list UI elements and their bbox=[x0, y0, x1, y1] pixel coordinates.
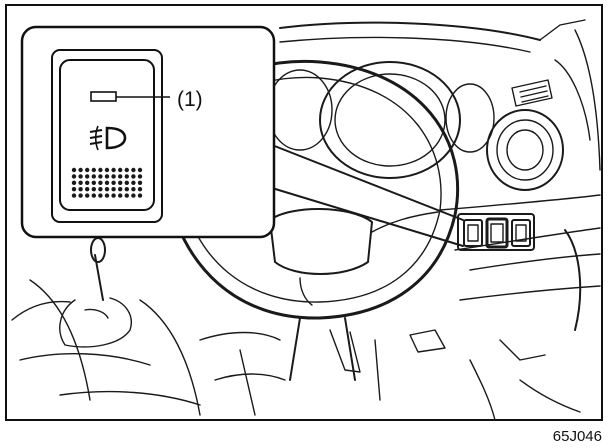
grip-dot bbox=[137, 174, 143, 179]
grip-dot bbox=[98, 174, 103, 179]
grip-dot bbox=[137, 193, 143, 198]
leader-line-lower bbox=[271, 187, 464, 247]
grip-dot bbox=[118, 180, 123, 185]
grip-dot bbox=[91, 193, 97, 198]
grip-dot bbox=[137, 187, 143, 192]
grip-dot bbox=[118, 193, 123, 198]
grip-dot bbox=[98, 193, 103, 198]
indicator-lamp bbox=[90, 91, 117, 102]
grip-dot bbox=[85, 193, 90, 198]
grip-dot bbox=[85, 174, 90, 179]
grip-dot bbox=[104, 174, 110, 179]
grip-dot bbox=[118, 174, 123, 179]
grip-dot bbox=[71, 167, 77, 173]
grip-dot bbox=[71, 180, 77, 185]
grip-dot bbox=[91, 174, 97, 179]
grip-dot bbox=[111, 180, 116, 185]
grip-dot bbox=[104, 193, 110, 198]
grip-dot bbox=[131, 174, 136, 179]
grip-dot bbox=[91, 180, 97, 185]
grip-dot bbox=[111, 187, 116, 192]
grip-dot bbox=[124, 193, 129, 198]
grip-dot bbox=[137, 180, 143, 185]
grip-dot bbox=[91, 187, 97, 192]
grip-dot bbox=[85, 180, 90, 185]
grip-dot bbox=[98, 167, 103, 173]
grip-dot bbox=[98, 180, 103, 185]
grip-dot bbox=[71, 187, 77, 192]
grip-dot bbox=[131, 180, 136, 185]
grip-dot bbox=[124, 187, 129, 192]
grip-dot bbox=[85, 167, 90, 173]
grip-dot bbox=[71, 174, 77, 179]
grip-texture bbox=[71, 167, 143, 198]
callout-label: (1) bbox=[177, 88, 203, 111]
grip-dot bbox=[124, 167, 129, 173]
grip-dot bbox=[131, 167, 136, 173]
grip-dot bbox=[78, 167, 83, 173]
grip-dot bbox=[91, 167, 97, 173]
grip-dot bbox=[104, 187, 110, 192]
grip-dot bbox=[78, 174, 83, 179]
grip-dot bbox=[118, 187, 123, 192]
grip-dot bbox=[137, 167, 143, 173]
grip-dot bbox=[78, 193, 83, 198]
switch-callout bbox=[20, 25, 276, 239]
grip-dot bbox=[131, 187, 136, 192]
grip-dot bbox=[111, 174, 116, 179]
grip-dot bbox=[104, 167, 110, 173]
grip-dot bbox=[131, 193, 136, 198]
grip-dot bbox=[104, 180, 110, 185]
dashboard-drawing bbox=[11, 19, 601, 421]
leader-line-upper bbox=[271, 144, 464, 221]
grip-dot bbox=[98, 187, 103, 192]
grip-dot bbox=[71, 193, 77, 198]
front-fog-light-icon bbox=[89, 125, 127, 151]
grip-dot bbox=[124, 174, 129, 179]
grip-dot bbox=[124, 180, 129, 185]
grip-dot bbox=[111, 167, 116, 173]
grip-dot bbox=[78, 180, 83, 185]
grip-dot bbox=[111, 193, 116, 198]
figure-code: 65J046 bbox=[553, 428, 602, 445]
grip-dot bbox=[85, 187, 90, 192]
grip-dot bbox=[118, 167, 123, 173]
grip-dot bbox=[78, 187, 83, 192]
